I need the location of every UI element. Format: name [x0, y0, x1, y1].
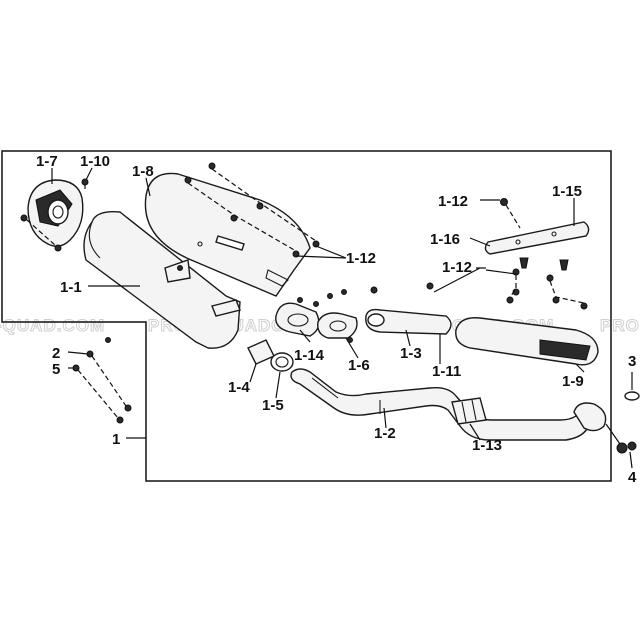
label-1-6: 1-6 — [348, 357, 370, 374]
label-1-2: 1-2 — [374, 425, 396, 442]
label-2: 2 — [52, 345, 60, 362]
label-1-12-top: 1-12 — [438, 193, 468, 210]
part-end-cap — [27, 179, 84, 247]
label-5: 5 — [52, 361, 60, 378]
label-1-5: 1-5 — [262, 397, 284, 414]
part-labels: 1-7 1-10 1-8 1-1 1-12 1-12 1-12 1-15 1-1… — [36, 153, 637, 486]
assembly-frame — [1, 150, 612, 482]
part-header-pipe — [290, 368, 607, 441]
label-1-8: 1-8 — [132, 163, 154, 180]
part-bolts-2-5 — [72, 337, 132, 424]
part-clamp-1-6 — [317, 312, 358, 339]
part-spacer-1-4 — [247, 339, 275, 365]
label-4: 4 — [628, 469, 637, 486]
label-1-4: 1-4 — [228, 379, 250, 396]
part-screw-1-10 — [81, 178, 89, 189]
part-mid-pipe — [365, 308, 452, 335]
label-1-12-left: 1-12 — [346, 250, 376, 267]
watermark-left: -QUAD.COM — [0, 316, 105, 335]
label-1-12-right: 1-12 — [442, 259, 472, 276]
part-gasket-1-5 — [270, 352, 294, 372]
part-heat-shield — [144, 172, 311, 297]
label-1-16: 1-16 — [430, 231, 460, 248]
part-bolts-1-12-right — [506, 268, 588, 310]
label-1-1: 1-1 — [60, 279, 82, 296]
label-1: 1 — [112, 431, 120, 448]
label-1-13: 1-13 — [472, 437, 502, 454]
part-bolts-1-12-top — [184, 162, 320, 258]
label-3: 3 — [628, 353, 636, 370]
label-1-14: 1-14 — [294, 347, 325, 364]
part-washer-3 — [624, 391, 640, 401]
label-1-10: 1-10 — [80, 153, 110, 170]
part-clamp-1-13 — [451, 397, 487, 425]
label-1-9: 1-9 — [562, 373, 584, 390]
part-muffler — [83, 211, 241, 349]
label-1-7: 1-7 — [36, 153, 58, 170]
label-1-15: 1-15 — [552, 183, 582, 200]
part-heat-shield-right — [455, 317, 599, 366]
label-1-3: 1-3 — [400, 345, 422, 362]
leader-lines — [51, 167, 633, 469]
part-bracket-1-15 — [484, 198, 590, 271]
part-nut-4 — [616, 441, 637, 454]
label-1-11: 1-11 — [432, 363, 461, 380]
watermark-right: PRO — [600, 316, 640, 335]
